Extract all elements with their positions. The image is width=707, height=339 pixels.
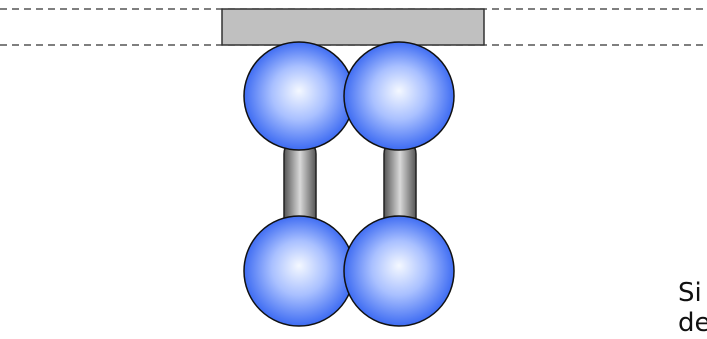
surface-slab [222, 9, 484, 45]
caption-line-1: Si [678, 278, 702, 308]
ball-bottom-left [244, 216, 354, 326]
caption-line-2: de [678, 308, 707, 338]
ball-bottom-right [344, 216, 454, 326]
ball-top-left [244, 42, 354, 150]
ball-top-right [344, 42, 454, 150]
